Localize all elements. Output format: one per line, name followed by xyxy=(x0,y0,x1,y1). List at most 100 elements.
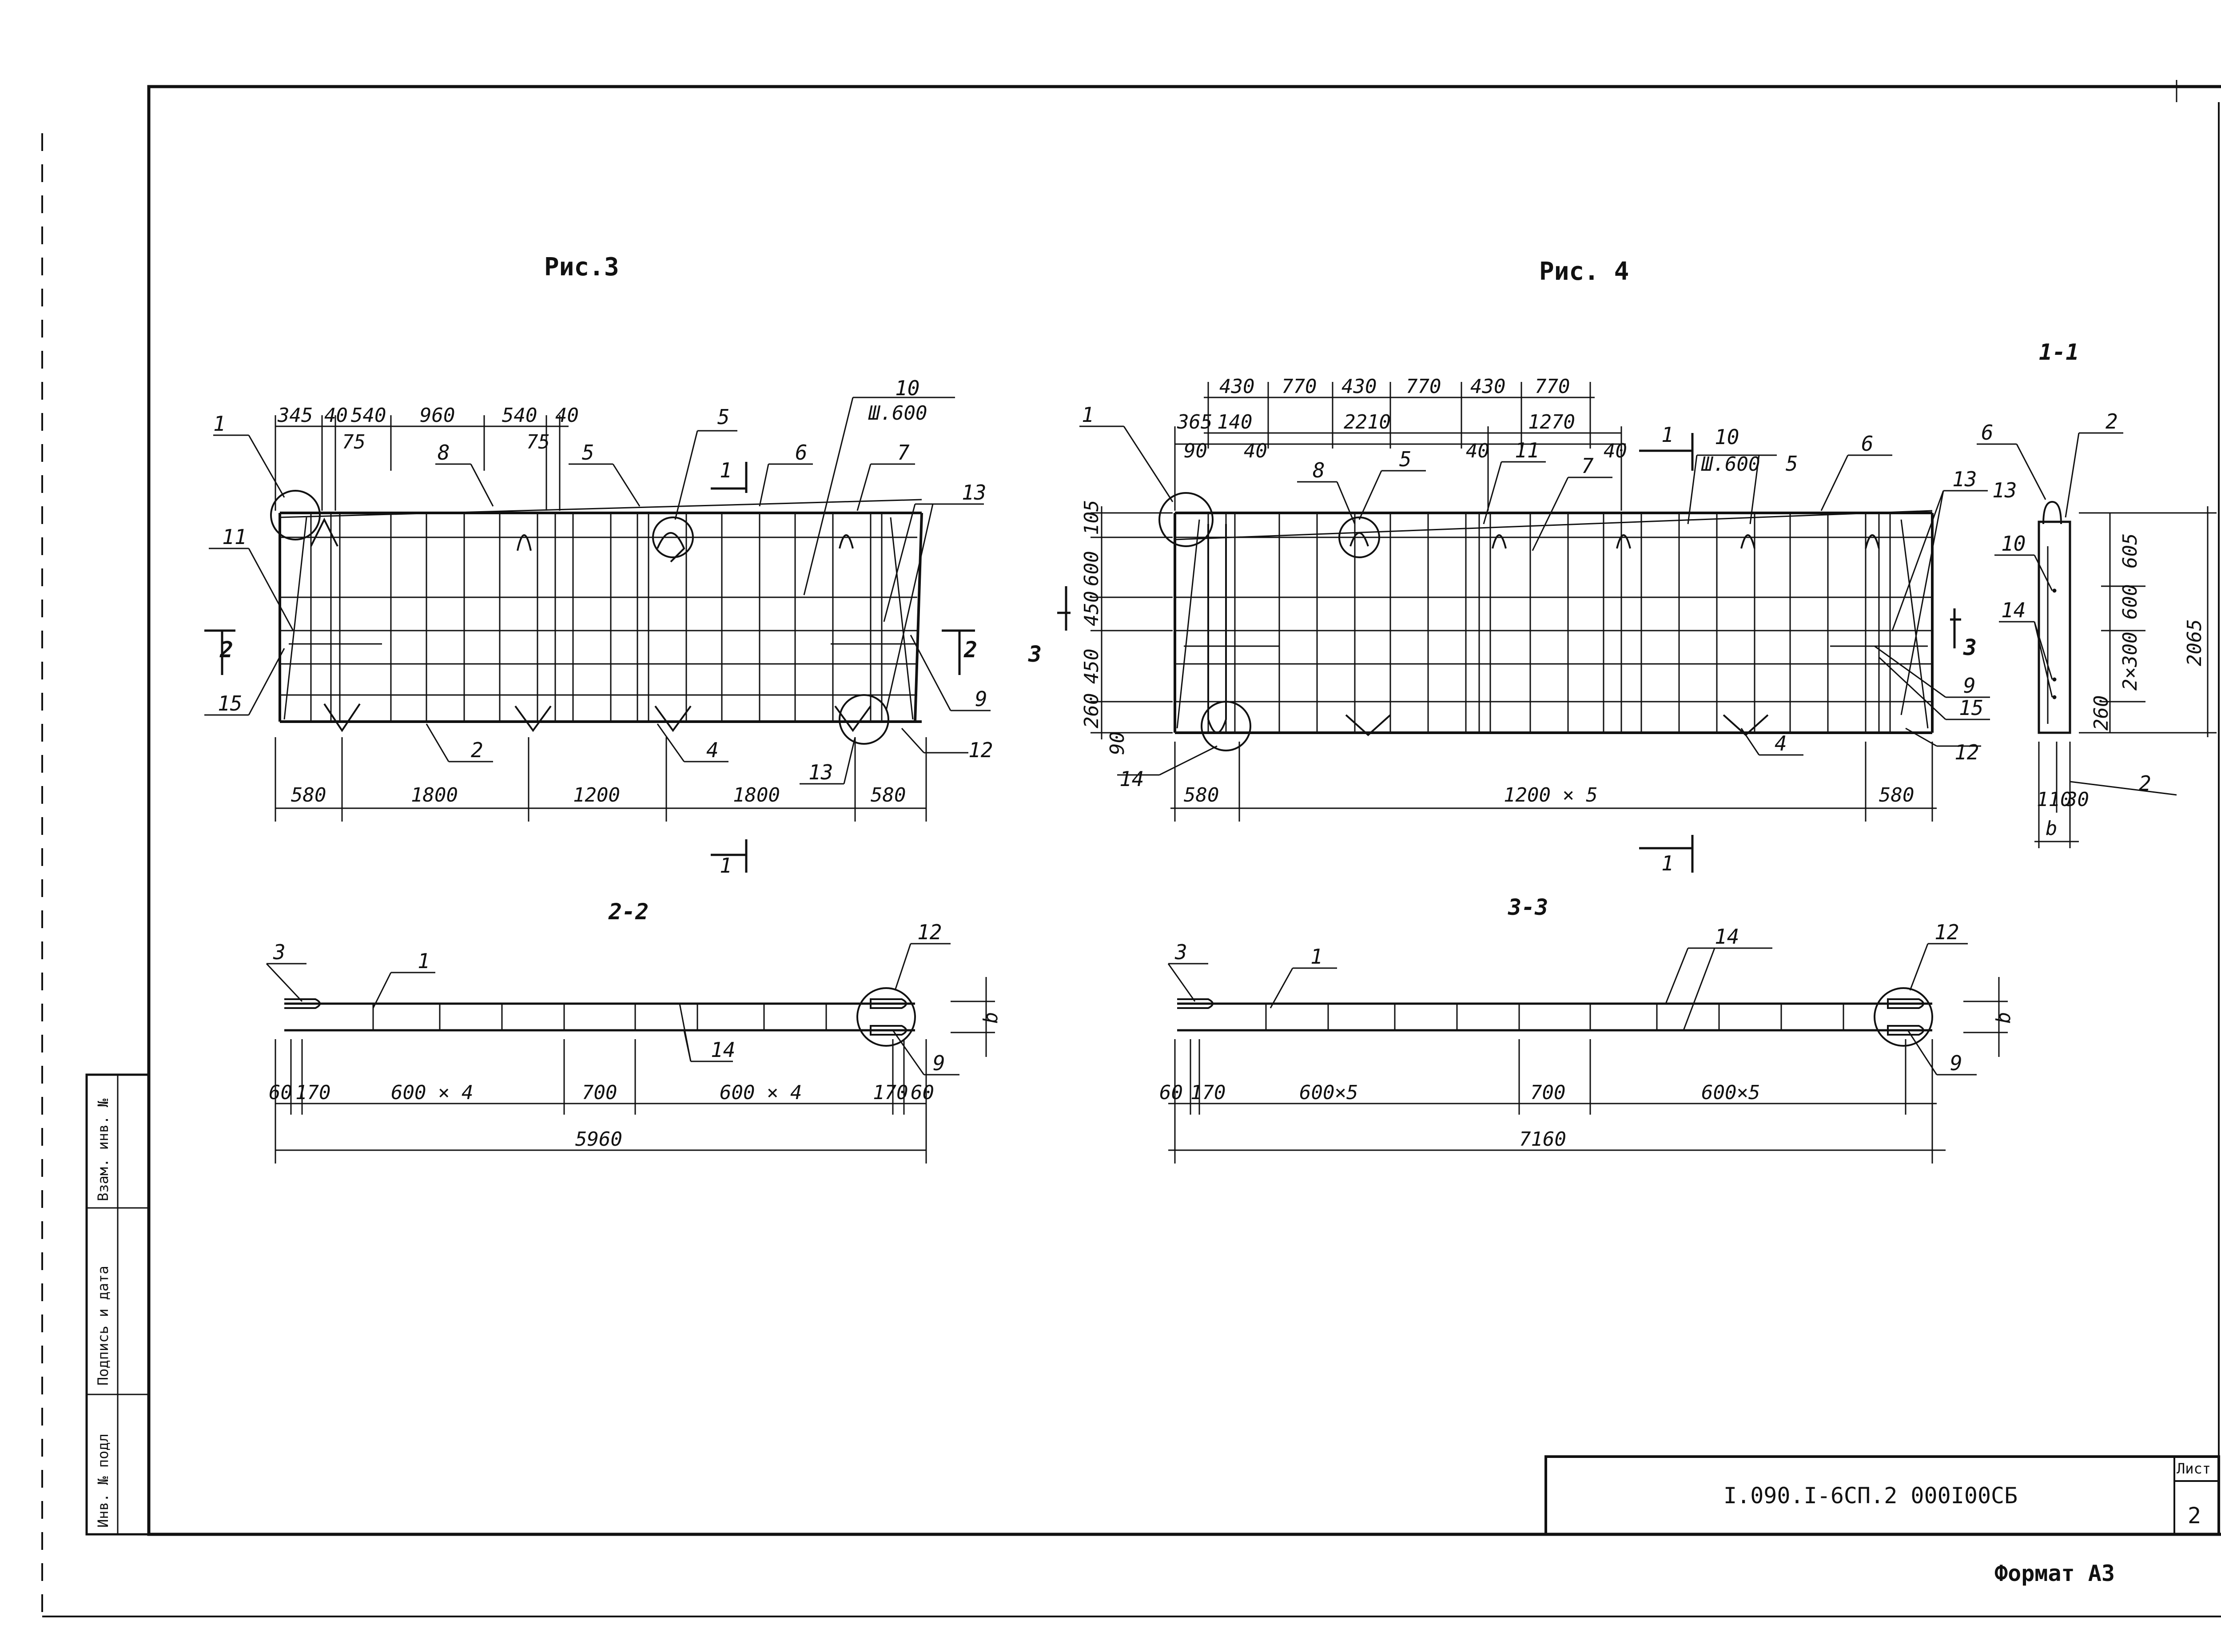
fig4-pin-label: Ш.600 xyxy=(1701,453,1760,476)
fig4-second-dim-1: 2210 xyxy=(1344,411,1391,433)
fig4-top-dim-5: 430 xyxy=(1470,375,1505,398)
sec33-ribs xyxy=(1265,1004,1844,1030)
sec11-title: 1-1 xyxy=(2039,339,2079,365)
fig4-pos-4: 4 xyxy=(1775,731,1787,755)
fig4-pos-10: 10 xyxy=(1715,425,1739,449)
sheet-number: 2 xyxy=(2188,1503,2201,1529)
fig3-sub-dim-2: 75 xyxy=(526,431,550,453)
sec22-dim-700: 700 xyxy=(582,1081,617,1104)
fig4-pos-5a: 5 xyxy=(1399,447,1412,471)
sec22-dim-600x4b: 600 × 4 xyxy=(720,1081,802,1104)
sec22-dim-170b: 170 xyxy=(873,1081,908,1104)
fig3-bottom-dim-1: 580 xyxy=(291,784,326,806)
sec11-dim-260: 260 xyxy=(2090,695,2113,731)
sec11-dim-605: 605 xyxy=(2119,533,2141,568)
fig4-pos-8: 8 xyxy=(1313,458,1325,482)
sec11-pos-13: 13 xyxy=(1992,478,2017,502)
fig3-sub-dim-1: 75 xyxy=(342,431,366,453)
fig3-pos-9: 9 xyxy=(975,687,987,711)
sec11-pos-14: 14 xyxy=(2001,598,2026,622)
fig3-pos-13b: 13 xyxy=(808,760,833,784)
fig3-top-dim-2: 40 xyxy=(324,404,348,427)
fig4-left-dim-3: 450 xyxy=(1080,591,1103,626)
sec33-leaders xyxy=(1167,943,1977,1076)
fig4-left-dim-2: 600 xyxy=(1080,551,1103,586)
fig3-horizontal-bars xyxy=(280,536,917,696)
sec22-b-label: b xyxy=(979,1012,1002,1024)
sec22-leaders xyxy=(266,943,959,1076)
fig3-pos-8: 8 xyxy=(438,441,450,465)
fig3-bottom-dim-5: 580 xyxy=(871,784,906,806)
sec11-dim-600: 600 xyxy=(2119,584,2141,620)
sec33-dim-total: 7160 xyxy=(1519,1128,1566,1151)
fig4-cut-3-left: 3 xyxy=(1028,641,1042,667)
sec11-pos-10: 10 xyxy=(2001,532,2026,556)
fig3-pos-1: 1 xyxy=(213,412,226,436)
fig3-pos-11: 11 xyxy=(222,525,247,549)
sec33-title: 3-3 xyxy=(1508,894,1548,920)
figure-4: Рис. 4 xyxy=(1028,257,1990,875)
sec22-dim-600x4a: 600 × 4 xyxy=(391,1081,473,1104)
sec22-pos-1: 1 xyxy=(418,949,430,973)
sec22-pos-3: 3 xyxy=(273,940,286,964)
sec22-dim-60a: 60 xyxy=(269,1081,292,1104)
fig3-pos-13a: 13 xyxy=(962,481,986,504)
section-1-1: 1-1 605 600 2×300 260 2065 xyxy=(1977,339,2217,848)
sec11-bottom-dim-2: 30 xyxy=(2065,788,2089,811)
fig3-pos-5a: 5 xyxy=(582,441,594,465)
fig4-bottom-dim-1: 580 xyxy=(1184,784,1219,806)
fig3-cut-1-bottom: 1 xyxy=(720,854,732,878)
fig4-third-dim-3: 140 xyxy=(1217,411,1252,433)
fig3-pin-label: Ш.600 xyxy=(868,402,927,425)
sec33-pos-9: 9 xyxy=(1950,1051,1962,1075)
sheet-frame xyxy=(41,80,2221,1617)
fig4-pos-6: 6 xyxy=(1861,432,1874,456)
fig4-pos-14: 14 xyxy=(1119,767,1144,791)
fig4-bottom-dim-3: 580 xyxy=(1879,784,1914,806)
fig4-pos-9: 9 xyxy=(1963,674,1976,698)
section-3-3: 3-3 xyxy=(1159,894,2015,1164)
fig3-bottom-dim-3: 1200 xyxy=(573,784,620,806)
fig3-pos-5b: 5 xyxy=(717,405,730,429)
side-stamp-inv: Инв. № подл xyxy=(95,1434,111,1528)
fig3-cut-2-right: 2 xyxy=(963,637,977,663)
fig4-pos-12: 12 xyxy=(1954,740,1979,764)
fig4-pos-15: 15 xyxy=(1959,696,1983,720)
sec11-pos-2a: 2 xyxy=(2106,409,2118,433)
drawing-code: I.090.I-6СП.2 000I00СБ xyxy=(1723,1483,2018,1509)
fig3-top-dim-6: 40 xyxy=(555,404,579,427)
sec11-pos-2b: 2 xyxy=(2139,771,2151,795)
fig3-bottom-dim-2: 1800 xyxy=(411,784,458,806)
sec22-dim-170a: 170 xyxy=(295,1081,330,1104)
sec22-dim-60b: 60 xyxy=(911,1081,934,1104)
fig4-title: Рис. 4 xyxy=(1539,257,1629,286)
fig4-left-dim-6: 90 xyxy=(1106,731,1129,755)
fig3-leaders xyxy=(204,397,991,785)
sec33-pos-14: 14 xyxy=(1715,925,1739,949)
sec33-dim-60: 60 xyxy=(1159,1081,1183,1104)
fig4-pos-7: 7 xyxy=(1581,454,1594,478)
side-stamp-replace: Взам. инв. № xyxy=(95,1098,111,1201)
fig3-cut-2-left: 2 xyxy=(219,637,233,663)
sec33-dim-170: 170 xyxy=(1190,1081,1226,1104)
fig4-pos-13: 13 xyxy=(1952,467,1977,491)
figure-3: Рис.3 xyxy=(204,253,993,878)
fig4-top-dim-2: 770 xyxy=(1282,375,1317,398)
sec11-leaders xyxy=(1977,432,2177,796)
sec33-dim-600x5a: 600×5 xyxy=(1299,1081,1358,1104)
fig4-pos-11: 11 xyxy=(1515,438,1539,462)
sec11-b-label: b xyxy=(2046,817,2058,840)
fig4-third-dim-4: 40 xyxy=(1244,440,1267,462)
sec33-pos-1: 1 xyxy=(1310,945,1323,969)
fig3-cut-1-top: 1 xyxy=(720,458,732,482)
sec33-dim-600x5b: 600×5 xyxy=(1701,1081,1760,1104)
fig3-top-dim-4: 960 xyxy=(420,404,455,427)
fig4-left-dim-5: 260 xyxy=(1080,693,1103,728)
fig4-third-dim-6: 40 xyxy=(1604,440,1627,462)
fig4-cut-1-top: 1 xyxy=(1661,423,1674,447)
side-stamp-sign: Подпись и дата xyxy=(95,1266,111,1386)
fig3-pos-10: 10 xyxy=(895,376,919,400)
fig4-top-dim-3: 430 xyxy=(1341,375,1377,398)
sheet-label: Лист xyxy=(2177,1460,2211,1477)
sec33-pos-12: 12 xyxy=(1934,920,1959,944)
